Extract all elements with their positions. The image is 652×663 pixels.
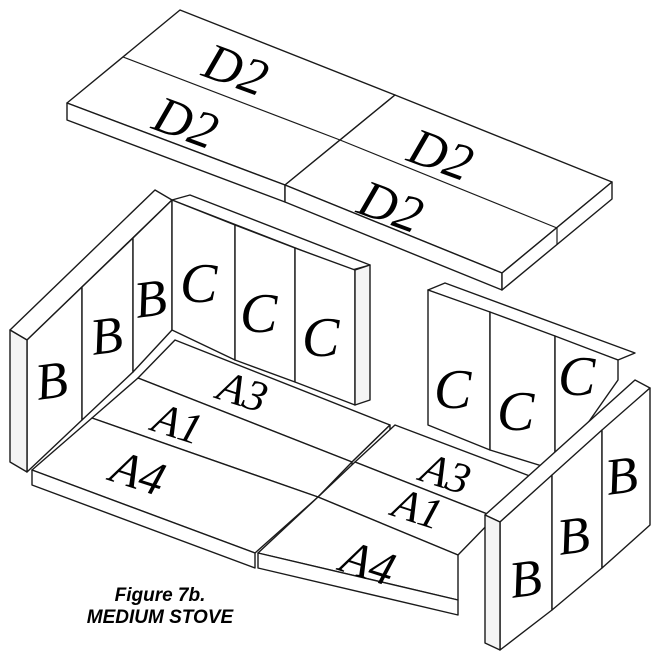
label-c-4: C [434,359,472,421]
label-c-2: C [240,283,278,345]
figure-caption: Figure 7b. MEDIUM STOVE [60,585,260,629]
label-b-4: B [506,549,545,610]
label-b-3: B [131,269,170,330]
left-wall-outer-face [9,329,28,473]
label-b-2: B [87,306,126,367]
figure-number: Figure 7b. [114,585,206,606]
b-brick-right-3 [601,387,651,569]
label-c-5: C [497,381,535,443]
right-back-wall: C C C [427,282,636,471]
left-back-wall: B B B C C C [9,189,371,473]
right-wall-outer-face [484,514,501,651]
back-wall-edge-face [354,264,371,406]
floor-bricks: A3 A1 A4 A3 A1 A4 [31,339,536,616]
top-brick-group: D2 D2 D2 D2 [66,9,613,291]
label-b-5: B [554,506,593,567]
figure-title: MEDIUM STOVE [86,607,234,628]
label-c-3: C [302,307,340,369]
label-c-1: C [180,253,218,315]
label-b-1: B [32,351,71,412]
right-side-wall: B B B [484,379,651,651]
c-brick-right-3 [554,335,619,471]
d2-seam-left [122,56,341,141]
d2-seam-right [339,139,558,229]
label-b-6: B [602,446,641,507]
a4-brick-right-front [257,552,459,616]
label-c-6: C [558,346,596,408]
a4-brick-left-front [31,469,256,569]
